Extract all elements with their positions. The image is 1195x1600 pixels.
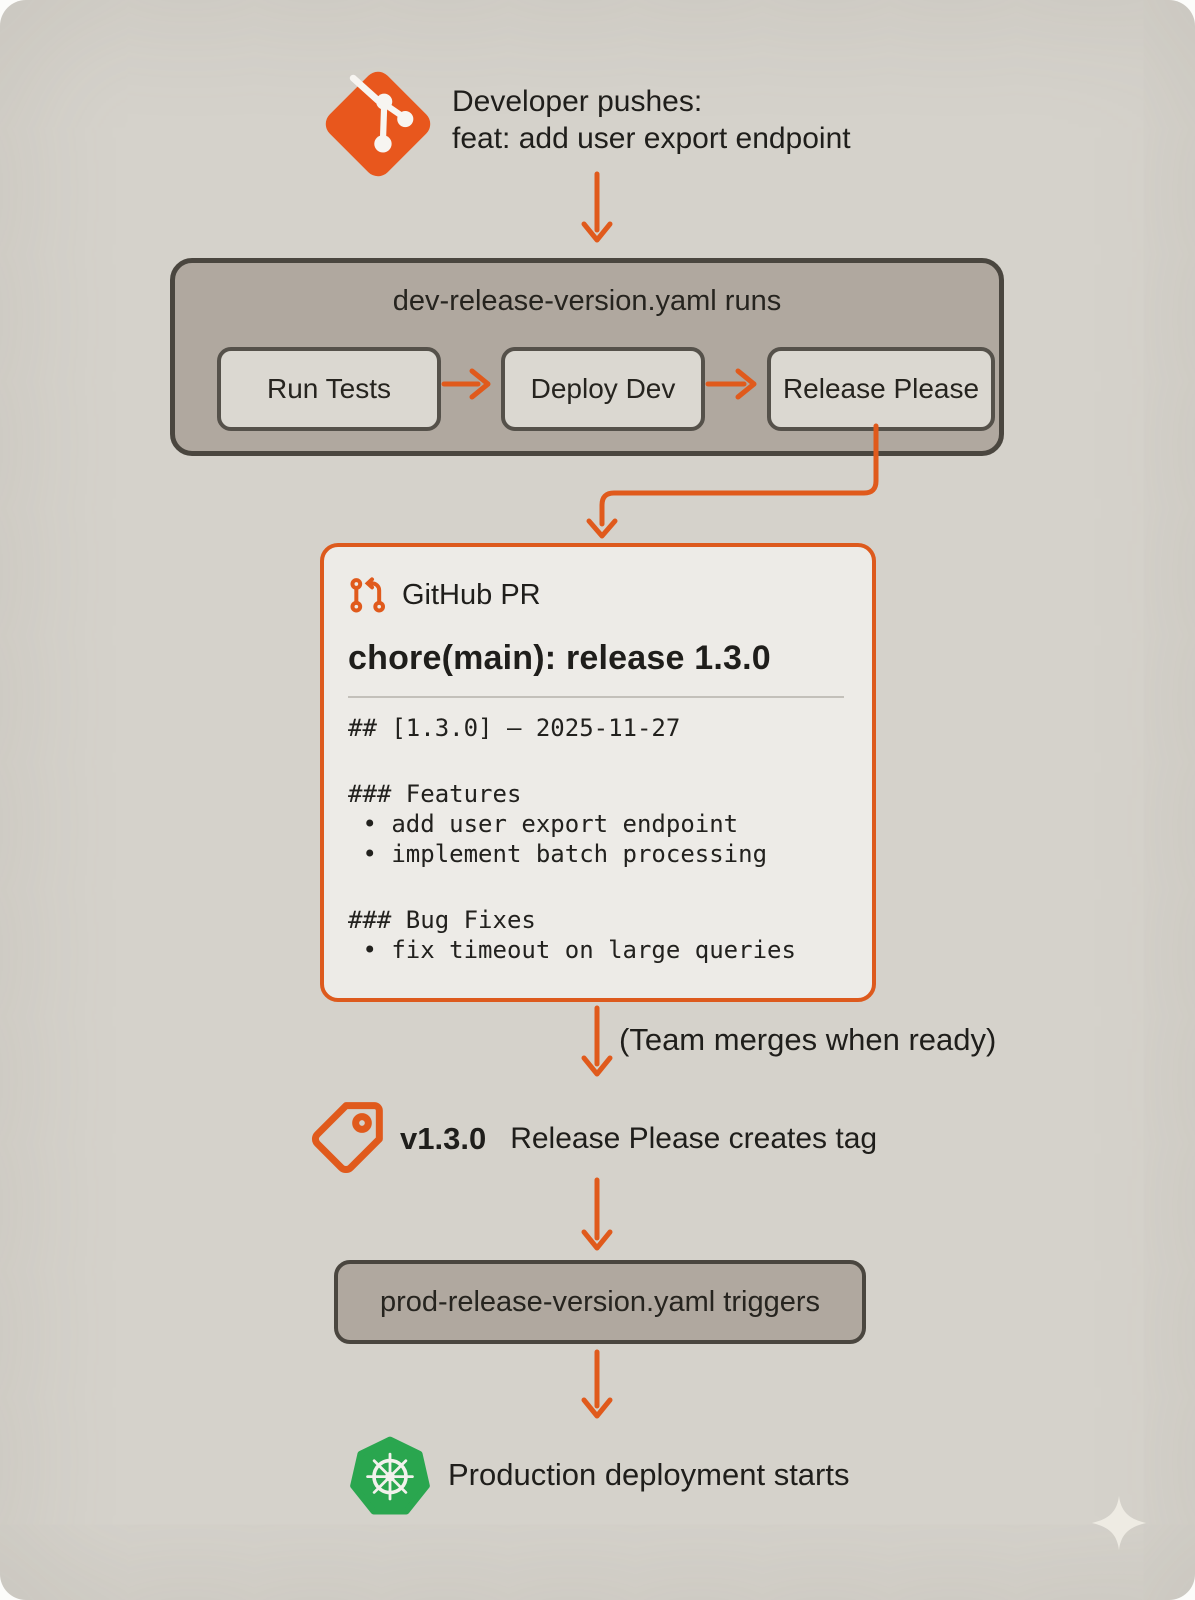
arrow-tag-to-prod-workflow bbox=[581, 1177, 613, 1251]
changelog-blank-line bbox=[348, 869, 844, 905]
push-event-text: Developer pushes: feat: add user export … bbox=[452, 83, 851, 157]
changelog-feature-item: • add user export endpoint bbox=[348, 810, 739, 838]
pr-card-header: GitHub PR bbox=[348, 573, 844, 617]
changelog-blank-line bbox=[348, 743, 844, 779]
changelog-bugfix-item: • fix timeout on large queries bbox=[348, 936, 796, 964]
tag-event-label: Release Please creates tag bbox=[510, 1122, 878, 1155]
arrow-pr-card-to-tag bbox=[581, 1005, 613, 1077]
prod-workflow-title: prod-release-version.yaml triggers bbox=[380, 1285, 820, 1318]
pull-request-icon bbox=[348, 575, 388, 615]
pr-source-label: GitHub PR bbox=[402, 578, 541, 611]
deploy-event: Production deployment starts bbox=[350, 1435, 850, 1515]
git-icon bbox=[316, 62, 440, 186]
changelog-bugfixes-heading: ### Bug Fixes bbox=[348, 906, 536, 934]
step-deploy-dev: Deploy Dev bbox=[501, 347, 705, 431]
pr-divider bbox=[348, 696, 844, 698]
arrow-push-to-dev-workflow bbox=[581, 171, 613, 243]
github-pr-card: GitHub PR chore(main): release 1.3.0 ## … bbox=[320, 543, 876, 1002]
pr-changelog: ## [1.3.0] — 2025-11-27 ### Features • a… bbox=[348, 713, 844, 965]
prod-workflow-box: prod-release-version.yaml triggers bbox=[334, 1260, 866, 1344]
tag-icon bbox=[306, 1099, 386, 1179]
pr-title: chore(main): release 1.3.0 bbox=[348, 639, 771, 677]
step-release-please: Release Please bbox=[767, 347, 995, 431]
push-event-line1: Developer pushes: bbox=[452, 85, 703, 118]
dev-workflow-title: dev-release-version.yaml runs bbox=[392, 285, 782, 317]
sparkle-icon bbox=[1090, 1494, 1148, 1552]
push-event-line2: feat: add user export endpoint bbox=[452, 122, 851, 155]
merge-note: (Team merges when ready) bbox=[619, 1022, 997, 1057]
kubernetes-icon bbox=[350, 1435, 430, 1515]
tag-event: v1.3.0 Release Please creates tag bbox=[306, 1098, 877, 1180]
deploy-event-label: Production deployment starts bbox=[448, 1457, 850, 1492]
changelog-feature-item: • implement batch processing bbox=[348, 840, 768, 868]
changelog-version-line: ## [1.3.0] — 2025-11-27 bbox=[348, 714, 681, 742]
arrow-prod-workflow-to-deploy bbox=[581, 1349, 613, 1419]
changelog-features-heading: ### Features bbox=[348, 780, 522, 808]
dev-workflow-box: dev-release-version.yaml runs Run Tests … bbox=[170, 258, 1004, 456]
tag-version: v1.3.0 bbox=[400, 1121, 487, 1156]
step-run-tests: Run Tests bbox=[217, 347, 441, 431]
